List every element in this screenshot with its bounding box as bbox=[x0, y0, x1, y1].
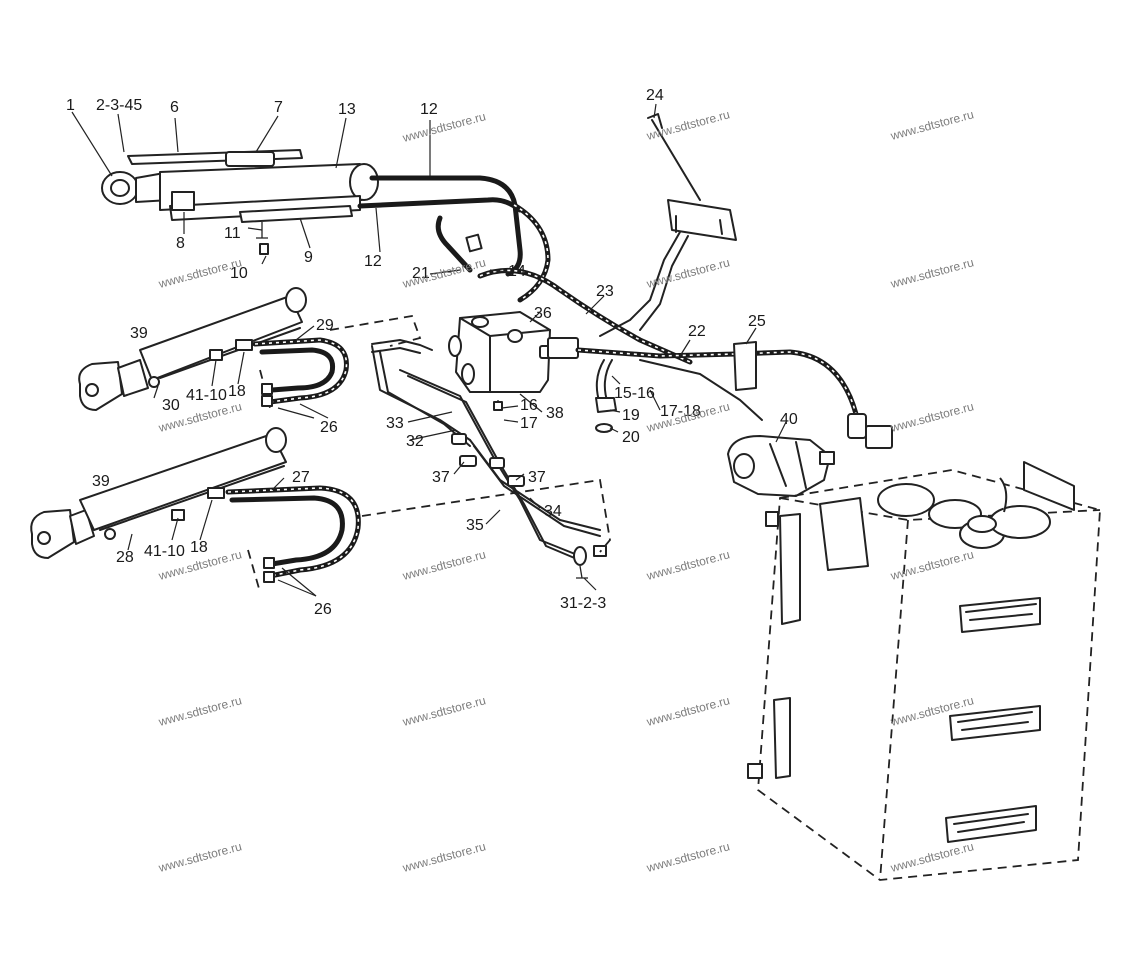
callout-25: 25 bbox=[748, 313, 766, 330]
watermark: www.sdtstore.ru bbox=[644, 693, 731, 729]
hose-set-12 bbox=[357, 175, 551, 303]
callout-19: 19 bbox=[622, 407, 640, 424]
callout-16: 16 bbox=[520, 397, 538, 414]
watermark: www.sdtstore.ru bbox=[400, 693, 487, 729]
watermark: www.sdtstore.ru bbox=[400, 109, 487, 145]
callout-34: 34 bbox=[544, 503, 562, 520]
watermark: www.sdtstore.ru bbox=[400, 547, 487, 583]
callout-1: 1 bbox=[66, 97, 75, 114]
callout-21: 21 bbox=[412, 265, 430, 282]
watermark: www.sdtstore.ru bbox=[888, 255, 975, 291]
callout-37-right: 37 bbox=[528, 469, 546, 486]
callout-41-10-upper: 41-10 bbox=[186, 387, 227, 404]
callout-22: 22 bbox=[688, 323, 706, 340]
hydraulic-pump bbox=[727, 435, 835, 497]
leader-lines bbox=[71, 103, 787, 597]
callout-40: 40 bbox=[780, 411, 798, 428]
top-lift-cylinder-assembly bbox=[101, 149, 379, 255]
callout-30: 30 bbox=[162, 397, 180, 414]
callout-14: 14 bbox=[508, 263, 526, 280]
callout-39-upper: 39 bbox=[130, 325, 148, 342]
watermark: www.sdtstore.ru bbox=[644, 255, 731, 291]
callout-13: 13 bbox=[338, 101, 356, 118]
watermark: www.sdtstore.ru bbox=[888, 399, 975, 435]
callout-32: 32 bbox=[406, 433, 424, 450]
callout-20: 20 bbox=[622, 429, 640, 446]
callout-6: 6 bbox=[170, 99, 179, 116]
callout-38: 38 bbox=[546, 405, 564, 422]
callout-2-3-45: 2-3-45 bbox=[96, 97, 142, 114]
callout-28: 28 bbox=[116, 549, 134, 566]
callout-29: 29 bbox=[316, 317, 334, 334]
watermark: www.sdtstore.ru bbox=[400, 839, 487, 875]
steel-pipes bbox=[371, 339, 607, 579]
callout-23: 23 bbox=[596, 283, 614, 300]
watermark: www.sdtstore.ru bbox=[888, 547, 975, 583]
callout-8: 8 bbox=[176, 235, 185, 252]
cylinder-39-lower bbox=[30, 427, 361, 583]
control-valve bbox=[448, 311, 579, 411]
callout-17-18: 17-18 bbox=[660, 403, 701, 420]
callout-26-lower: 26 bbox=[314, 601, 332, 618]
callout-18-lower: 18 bbox=[190, 539, 208, 556]
watermark: www.sdtstore.ru bbox=[888, 107, 975, 143]
callout-36: 36 bbox=[534, 305, 552, 322]
callout-labels: 1 2-3-45 6 7 13 12 8 11 9 12 10 24 21 14… bbox=[66, 87, 798, 618]
watermark: www.sdtstore.ru bbox=[156, 693, 243, 729]
watermark: www.sdtstore.ru bbox=[644, 547, 731, 583]
callout-39-lower: 39 bbox=[92, 473, 110, 490]
callout-12-bottom: 12 bbox=[364, 253, 382, 270]
callout-33: 33 bbox=[386, 415, 404, 432]
callout-17: 17 bbox=[520, 415, 538, 432]
oil-tank bbox=[747, 461, 1101, 881]
hose-14 bbox=[477, 268, 693, 365]
return-line bbox=[575, 341, 893, 449]
callout-31-2-3: 31-2-3 bbox=[560, 595, 606, 612]
control-lever bbox=[599, 113, 737, 337]
watermark: www.sdtstore.ru bbox=[400, 255, 487, 291]
callout-7: 7 bbox=[274, 99, 283, 116]
callout-24: 24 bbox=[646, 87, 664, 104]
watermark: www.sdtstore.ru bbox=[644, 839, 731, 875]
callout-37-left: 37 bbox=[432, 469, 450, 486]
callout-15-16: 15-16 bbox=[614, 385, 655, 402]
watermark: www.sdtstore.ru bbox=[888, 839, 975, 875]
callout-11: 11 bbox=[224, 225, 241, 242]
callout-10: 10 bbox=[230, 265, 248, 282]
callout-26-upper: 26 bbox=[320, 419, 338, 436]
watermark: www.sdtstore.ru bbox=[644, 107, 731, 143]
callout-27: 27 bbox=[292, 469, 310, 486]
callout-12-top: 12 bbox=[420, 101, 438, 118]
cylinder-39-upper bbox=[78, 287, 349, 411]
callout-9: 9 bbox=[304, 249, 313, 266]
callout-35: 35 bbox=[466, 517, 484, 534]
callout-18-upper: 18 bbox=[228, 383, 246, 400]
watermark: www.sdtstore.ru bbox=[156, 839, 243, 875]
callout-41-10-lower: 41-10 bbox=[144, 543, 185, 560]
